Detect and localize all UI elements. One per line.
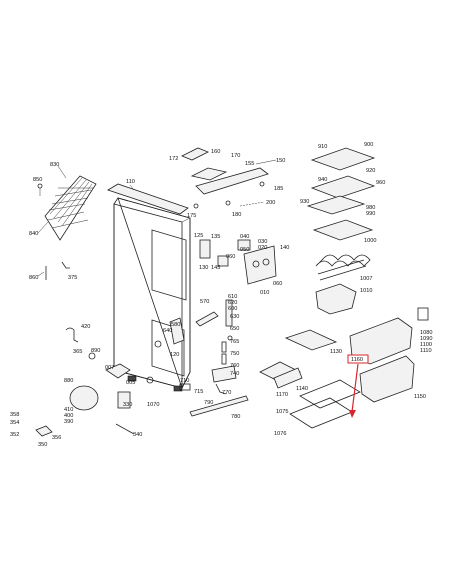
label-185: 185 [274, 186, 283, 192]
label-910: 910 [318, 144, 327, 150]
label-580: 580 [171, 322, 180, 328]
label-1150: 1150 [414, 394, 426, 400]
label-140: 140 [280, 245, 289, 251]
label-860: 860 [29, 275, 38, 281]
label-920: 920 [366, 168, 375, 174]
label-640: 640 [163, 328, 172, 334]
label-358: 358 [10, 412, 19, 418]
label-630: 630 [230, 314, 239, 320]
label-352: 352 [10, 432, 19, 438]
label-400: 400 [64, 413, 73, 419]
label-1076: 1076 [274, 431, 286, 437]
label-750: 750 [230, 351, 239, 357]
label-710: 710 [180, 378, 189, 384]
label-1160: 1160 [351, 357, 363, 363]
label-1080: 1080 [420, 330, 432, 336]
label-1130: 1130 [330, 349, 342, 355]
label-340: 340 [133, 432, 142, 438]
label-765: 765 [230, 339, 239, 345]
label-620: 620 [228, 300, 237, 306]
label-570: 570 [200, 299, 209, 305]
label-150: 150 [276, 158, 285, 164]
label-770: 770 [222, 390, 231, 396]
label-135: 135 [211, 234, 220, 240]
label-1070: 1070 [147, 402, 159, 408]
compressor-parts [35, 327, 249, 437]
label-850: 850 [33, 177, 42, 183]
control-panel-parts [181, 147, 269, 209]
fan-duct-parts [154, 299, 233, 348]
label-760: 760 [230, 363, 239, 369]
label-740: 740 [230, 371, 239, 377]
label-130: 130 [199, 265, 208, 271]
label-600: 600 [228, 306, 237, 312]
label-900: 900 [364, 142, 373, 148]
condenser-part [44, 175, 97, 241]
label-120: 120 [170, 352, 179, 358]
label-830: 830 [50, 162, 59, 168]
label-145: 145 [211, 265, 220, 271]
label-375: 375 [68, 275, 77, 281]
label-1010: 1010 [360, 288, 372, 294]
label-1075: 1075 [276, 409, 288, 415]
label-020: 020 [258, 245, 267, 251]
label-200: 200 [266, 200, 275, 206]
label-1170: 1170 [276, 392, 288, 398]
label-172: 172 [169, 156, 178, 162]
label-780: 780 [231, 414, 240, 420]
label-1100: 1100 [420, 342, 432, 348]
label-007: 007 [105, 365, 114, 371]
label-175: 175 [187, 213, 196, 219]
label-365: 365 [73, 349, 82, 355]
label-060b: 060 [273, 281, 282, 287]
label-1000: 1000 [364, 238, 376, 244]
label-005: 005 [126, 380, 135, 386]
label-715: 715 [194, 389, 203, 395]
label-1140: 1140 [296, 386, 308, 392]
label-170: 170 [231, 153, 240, 159]
label-354: 354 [10, 420, 19, 426]
arrow-down-icon [349, 410, 356, 418]
label-180: 180 [232, 212, 241, 218]
label-410: 410 [64, 407, 73, 413]
label-040: 040 [240, 234, 249, 240]
label-930: 930 [300, 199, 309, 205]
cabinet-part [107, 183, 191, 392]
label-420: 420 [81, 324, 90, 330]
label-790: 790 [204, 400, 213, 406]
label-155: 155 [245, 161, 254, 167]
drawer-parts [259, 307, 429, 429]
label-350: 350 [38, 442, 47, 448]
label-125: 125 [194, 233, 203, 239]
label-960: 960 [376, 180, 385, 186]
label-610: 610 [228, 294, 237, 300]
label-050: 050 [240, 247, 249, 253]
label-356: 356 [52, 435, 61, 441]
label-980: 980 [366, 205, 375, 211]
label-650: 650 [230, 326, 239, 332]
label-110: 110 [126, 179, 135, 185]
label-010: 010 [260, 290, 269, 296]
label-1090: 1090 [420, 336, 432, 342]
shelves-parts [306, 147, 376, 315]
label-060: 060 [226, 254, 235, 260]
label-990: 990 [366, 211, 375, 217]
label-880: 880 [64, 378, 73, 384]
label-1110: 1110 [420, 348, 432, 354]
hinge-parts [211, 341, 237, 395]
label-160: 160 [211, 149, 220, 155]
label-1007: 1007 [360, 276, 372, 282]
highlight-1160[interactable]: 1160 [347, 354, 369, 418]
thermostat-parts [199, 239, 277, 285]
label-890: 890 [91, 348, 100, 354]
label-940: 940 [318, 177, 327, 183]
label-390: 390 [64, 419, 73, 425]
label-330: 330 [123, 402, 132, 408]
label-030: 030 [258, 239, 267, 245]
label-840: 840 [29, 231, 38, 237]
